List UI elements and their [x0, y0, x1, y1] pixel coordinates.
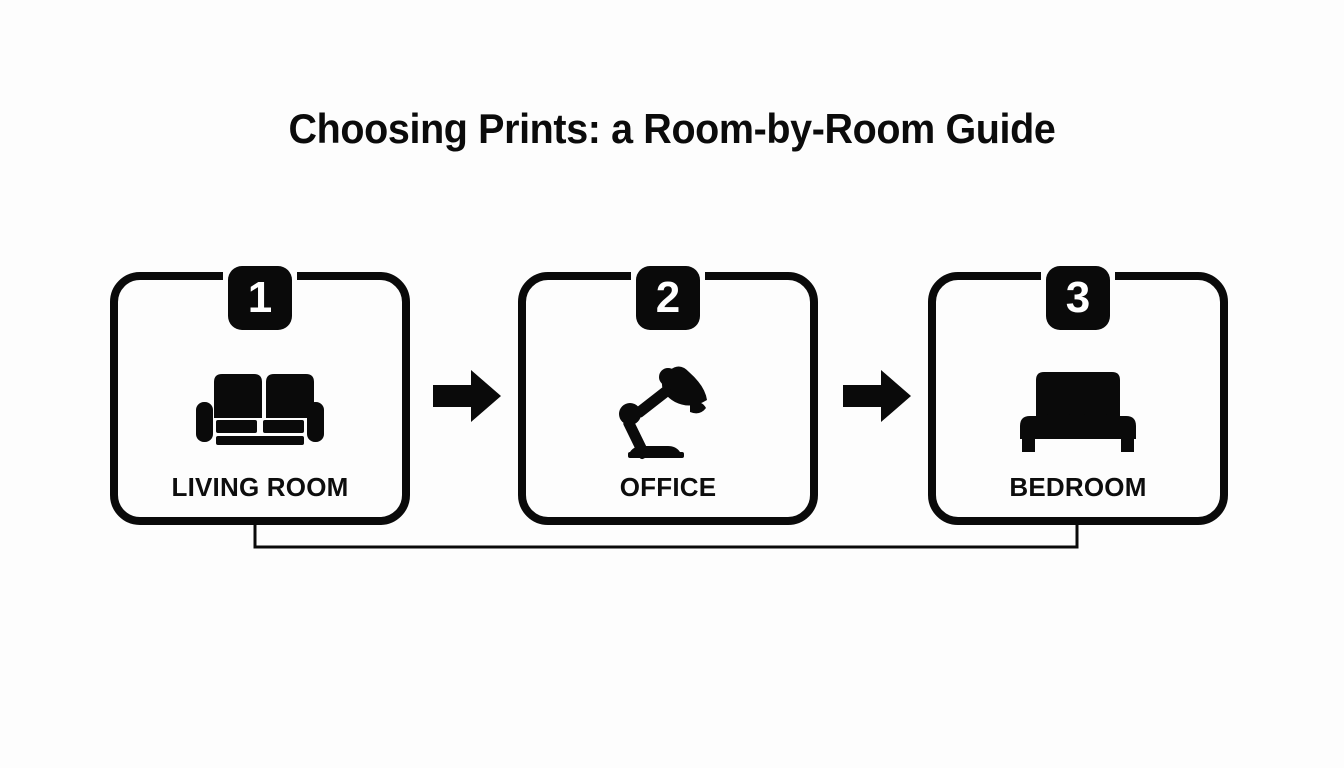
page-title: Choosing Prints: a Room-by-Room Guide — [288, 105, 1056, 152]
arrow-right-icon — [843, 368, 911, 424]
bed-icon — [936, 364, 1220, 460]
desk-lamp-icon — [526, 364, 810, 460]
step-card-living-room[interactable]: 1 LIVING ROOM — [110, 266, 410, 525]
bottom-bracket — [253, 519, 1079, 551]
step-card-office[interactable]: 2 OFFICE — [518, 266, 818, 525]
step-badge-3: 3 — [1046, 266, 1110, 330]
step-card-bedroom[interactable]: 3 BEDROOM — [928, 266, 1228, 525]
sofa-icon — [118, 364, 402, 460]
step-badge-2: 2 — [636, 266, 700, 330]
step-label-2: OFFICE — [619, 472, 717, 502]
step-badge-1: 1 — [228, 266, 292, 330]
step-label-1: LIVING ROOM — [171, 472, 349, 502]
step-label-3: BEDROOM — [1009, 472, 1147, 502]
arrow-right-icon — [433, 368, 501, 424]
